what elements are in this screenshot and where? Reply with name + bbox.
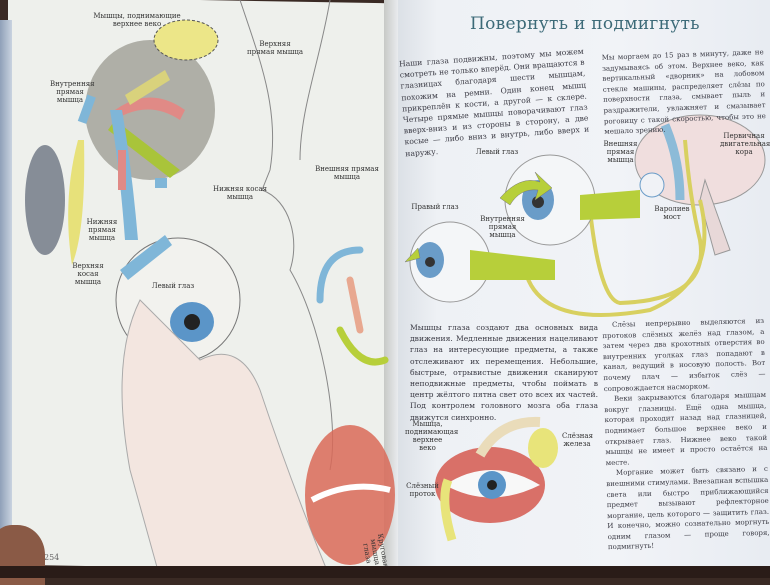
right-eye-pupil xyxy=(425,257,435,267)
label-lacrimal-duct: Слёзный проток xyxy=(406,482,439,498)
left-eye-pupil xyxy=(532,196,544,208)
superior-oblique-muscle xyxy=(120,235,172,280)
lacrimal-gland xyxy=(528,428,558,468)
inferior-oblique-muscle xyxy=(155,178,167,188)
nerve-pathways xyxy=(523,139,707,317)
left-eye-arrow xyxy=(499,171,553,206)
lacrimal-yellow xyxy=(68,140,85,265)
eyelids-paragraph: Веки закрываются благодаря мышцам вокруг… xyxy=(604,391,768,467)
book-gutter xyxy=(384,0,398,578)
right-eye-arrow xyxy=(404,247,421,263)
fat-pad xyxy=(153,19,219,61)
label-lacrimal-gland: Слёзная железа xyxy=(562,432,594,448)
brain xyxy=(634,114,766,256)
label-inferior-oblique: Нижняя косая мышца xyxy=(212,185,268,201)
label-levator-lid: Мышца, поднимающая верхнее веко xyxy=(405,420,459,452)
right-medial-rectus xyxy=(470,250,555,280)
label-motor-cortex: Первичная двигательная кора xyxy=(720,132,770,156)
label-superior-oblique: Верхняя косая мышца xyxy=(72,262,104,286)
page-number: 254 xyxy=(44,553,60,562)
intro-paragraph: Наши глаза подвижны, поэтому мы можем см… xyxy=(398,46,590,158)
label-pons: Варолиев мост xyxy=(654,205,690,221)
label-levator: Мышцы, поднимающие верхнее веко xyxy=(93,12,181,28)
label-lateral-rectus: Внешняя прямая мышца xyxy=(315,165,379,181)
label-medial-rectus-diagram: Внутренняя прямая мышца xyxy=(480,215,525,239)
tears-column: Слёзы непрерывно выделяются из протоков … xyxy=(602,316,770,553)
orbicularis-muscle xyxy=(305,425,395,565)
label-medial-rectus: Внутренняя прямая мышца xyxy=(50,80,95,104)
lateral-rectus-muscle xyxy=(108,120,180,178)
label-inferior-rectus: Нижняя прямая мышца xyxy=(86,218,118,242)
levator-muscle xyxy=(125,70,170,105)
label-left-eye-diagram: Левый глаз xyxy=(475,148,519,156)
eye-movement-paragraph: Мышцы глаза создают два основных вида дв… xyxy=(410,323,598,422)
label-right-eye-diagram: Правый глаз xyxy=(411,203,459,211)
blink-paragraph: Мы моргаем до 15 раз в минуту, даже не з… xyxy=(601,48,767,136)
head-sketch xyxy=(239,0,334,471)
left-lateral-rectus xyxy=(580,190,640,220)
label-lateral-rectus-diagram: Внешняя прямая мышца xyxy=(603,140,638,164)
hand-sketch xyxy=(121,299,331,578)
rotation-arrows xyxy=(316,246,389,366)
levator-band xyxy=(475,416,541,458)
eyelid-pupil xyxy=(487,480,497,490)
page-edges xyxy=(0,20,12,560)
blinking-paragraph: Моргание может быть связано и с внешними… xyxy=(606,465,770,552)
temple-dark xyxy=(25,145,65,255)
lacrimal-duct xyxy=(440,478,457,542)
table-surface xyxy=(0,566,770,578)
label-superior-rectus: Верхняя прямая мышца xyxy=(246,40,304,56)
left-pupil xyxy=(184,314,200,330)
tears-paragraph: Слёзы непрерывно выделяются из протоков … xyxy=(602,316,766,393)
label-left-eye: Левый глаз xyxy=(151,282,195,290)
eye-slit xyxy=(310,483,391,503)
inferior-rectus-muscle xyxy=(118,150,126,190)
medial-rectus-muscle xyxy=(77,94,96,124)
page-title: Повернуть и подмигнуть xyxy=(470,14,700,34)
